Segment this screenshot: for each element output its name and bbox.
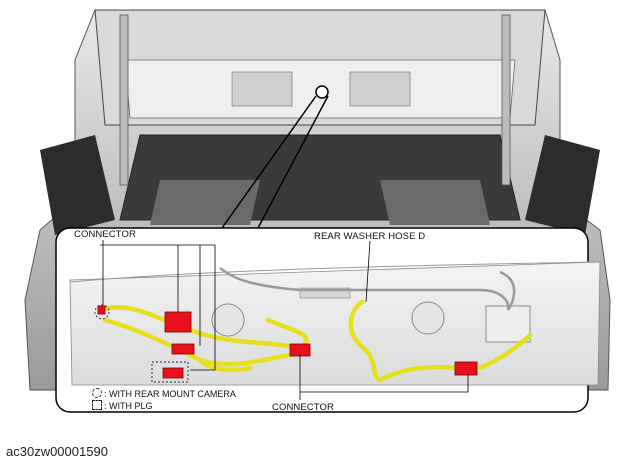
dashed-square-icon	[92, 400, 102, 410]
dashed-circle-icon	[92, 388, 102, 398]
rear-washer-hose-label: REAR WASHER HOSE D	[314, 231, 426, 242]
connector-right	[454, 361, 478, 376]
connector-label-bottom: CONNECTOR	[272, 402, 334, 413]
connector-label-top: CONNECTOR	[74, 229, 136, 240]
leader-lines	[100, 240, 469, 400]
connector-center	[289, 343, 311, 357]
figure-id: ac30zw00001590	[6, 444, 108, 459]
connector-parts	[97, 305, 478, 379]
camera-callout	[94, 304, 110, 320]
legend-rear-camera-text: : WITH REAR MOUNT CAMERA	[104, 389, 236, 399]
connector-main	[164, 311, 192, 333]
connector-secondary	[171, 343, 195, 355]
plg-callout	[151, 361, 189, 383]
legend-rear-camera: : WITH REAR MOUNT CAMERA	[92, 388, 236, 399]
connector-plg	[162, 367, 184, 379]
legend-plg: : WITH PLG	[92, 400, 153, 411]
connector-camera	[97, 305, 106, 315]
detail-inset	[55, 227, 601, 413]
legend-plg-text: : WITH PLG	[104, 401, 153, 411]
